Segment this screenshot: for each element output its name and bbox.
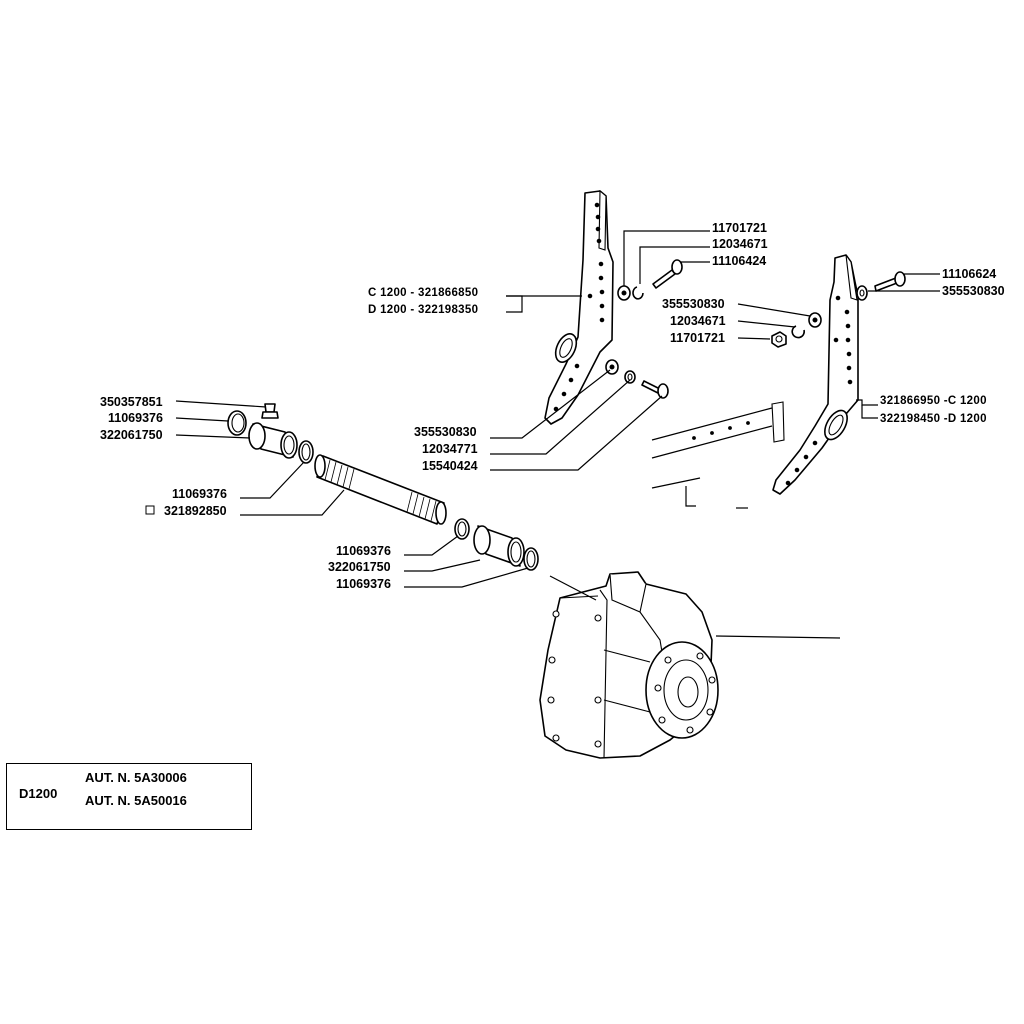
model-code: D1200 [19,786,58,801]
label-11106624: 11106624 [942,267,996,281]
label-321892850: 321892850 [164,504,227,518]
model-info-box: D1200 AUT. N. 5A30006 AUT. N. 5A50016 [6,763,252,830]
label-11701721-top: 11701721 [712,221,767,235]
label-322061750-b: 322061750 [328,560,391,574]
label-11069376-d: 11069376 [336,577,391,591]
label-12034771: 12034771 [422,442,478,456]
left-mounting-bracket [544,189,614,425]
authorization-number-1: AUT. N. 5A30006 [85,770,187,785]
authorization-number-2: AUT. N. 5A50016 [85,793,187,808]
shaft-assembly [227,403,539,571]
left-top-hardware [617,259,683,301]
label-15540424: 15540424 [422,459,478,473]
label-c1200-right-bracket: 321866950 -C 1200 [880,395,987,407]
frame-rail [651,401,785,509]
label-11701721-mid: 11701721 [670,331,725,345]
right-hardware [771,271,906,348]
label-350357851: 350357851 [100,395,163,409]
label-11069376-a: 11069376 [108,411,163,425]
label-c1200-bracket: C 1200 - 321866850 [368,287,478,299]
gearbox-housing [539,571,719,759]
label-355530830-right: 355530830 [942,284,1005,298]
label-322061750-a: 322061750 [100,428,163,442]
label-11069376-b: 11069376 [172,487,227,501]
square-marker [145,505,155,515]
label-d1200-bracket: D 1200 - 322198350 [368,304,478,316]
leader-lines [175,230,940,639]
label-12034671-mid: 12034671 [670,314,726,328]
label-355530830-mid: 355530830 [662,297,725,311]
label-355530830-bottom: 355530830 [414,425,477,439]
label-d1200-right-bracket: 322198450 -D 1200 [880,413,987,425]
right-mounting-bracket [772,254,859,495]
label-11069376-c: 11069376 [336,544,391,558]
label-12034671-top: 12034671 [712,237,768,251]
label-11106424: 11106424 [712,254,766,268]
